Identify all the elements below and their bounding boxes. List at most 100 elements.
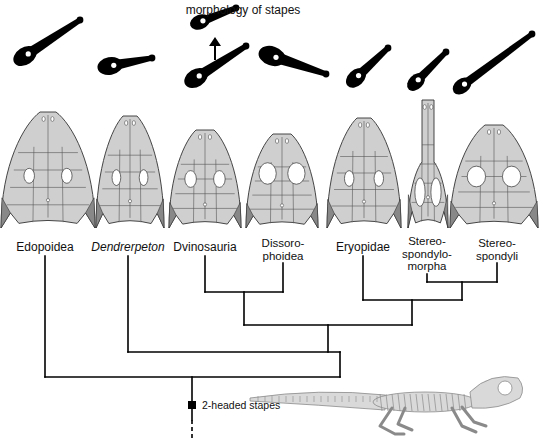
stapes-footplate [404, 70, 429, 95]
skull-orbit [344, 171, 353, 187]
skull-orbit [288, 163, 305, 185]
skeleton-rib [386, 394, 388, 411]
stapes-foramen [197, 73, 202, 78]
skull-suture [48, 115, 49, 218]
skull-naris [275, 139, 278, 144]
character-label: 2-headed stapes [202, 399, 280, 412]
tree-branch [127, 256, 129, 352]
taxon-name: Dendrerpeton [91, 241, 164, 254]
stapes-tip [385, 45, 392, 52]
skull-outline [169, 130, 241, 228]
skull-orbit [467, 166, 485, 187]
skeleton-body [373, 392, 477, 412]
skull-pineal [46, 199, 49, 202]
skull-naris [366, 123, 369, 128]
stapes-tip [149, 55, 156, 62]
skull-naris [497, 130, 500, 135]
skull-horn [169, 203, 176, 228]
stapes-foramen [416, 77, 421, 82]
skeleton-limb [462, 407, 486, 426]
skull-naris [430, 105, 433, 110]
skeleton-rib [446, 394, 448, 411]
skeleton-limb [398, 408, 412, 430]
taxon-name: Dissoro- phoidea [262, 237, 305, 262]
skeleton-vertebra [363, 396, 364, 402]
skeleton-vertebra [356, 396, 357, 402]
stapes-tip [77, 17, 84, 24]
stapes-tip [443, 49, 450, 56]
skull-orbit [431, 178, 441, 207]
stapes-tip [529, 31, 536, 38]
stapes-footplate [181, 64, 212, 92]
stapes-footplate [342, 64, 370, 91]
tree-branch [243, 292, 245, 325]
skull-orbit [259, 163, 276, 185]
taxon-name: Stereo- spondyli [476, 237, 518, 262]
root-dashed [191, 420, 193, 441]
skull-horn [444, 195, 448, 228]
arrow-head [209, 37, 221, 46]
skull-horn [234, 203, 241, 228]
skeleton-vertebra [370, 396, 371, 402]
skull-suture [352, 151, 354, 223]
stapes-shaft [353, 46, 390, 82]
skeleton-rib [410, 394, 412, 411]
skull-suture [119, 150, 121, 223]
skull-suture [215, 159, 217, 223]
skeleton-vertebra [300, 396, 301, 402]
skull-suture [193, 159, 195, 223]
skull-pineal [426, 196, 429, 199]
skull-suture [428, 103, 429, 216]
skeleton-vertebra [377, 396, 378, 402]
skull-naris [125, 121, 128, 126]
skeleton-vertebra [314, 396, 315, 402]
skull-outline [408, 100, 448, 228]
skull-pineal [492, 202, 495, 205]
skull-orbit [62, 168, 73, 183]
skeleton-vertebra [342, 396, 343, 402]
skull-naris [487, 130, 490, 135]
tree-branch [128, 351, 340, 353]
skull-orbit [139, 170, 148, 186]
stapes-foramen [200, 18, 205, 23]
taxon-name: Eryopidae [336, 241, 390, 254]
skeleton-rib [440, 394, 442, 411]
skull-orbit [415, 178, 425, 207]
skeleton-rib [458, 394, 460, 411]
skull-suture [507, 156, 509, 223]
skull-suture [375, 151, 377, 223]
skeleton-vertebra [286, 396, 287, 402]
tree-branch [191, 377, 193, 420]
skull-horn [96, 199, 103, 228]
skull-horn [86, 198, 95, 228]
skull-naris [285, 139, 288, 144]
skull-horn [529, 201, 538, 228]
skeleton-skull [470, 377, 523, 409]
skeleton-rib [428, 394, 430, 411]
skeleton-vertebra [293, 396, 294, 402]
skeleton-drawing [250, 377, 523, 434]
skeleton-rib [434, 394, 436, 411]
stapes-foramen [273, 55, 278, 60]
skull-pineal [128, 200, 131, 203]
skeleton-rib [422, 394, 424, 411]
stapes-footplate [96, 55, 124, 77]
skeleton-vertebra [328, 396, 329, 402]
skull-outline [96, 116, 164, 228]
tree-branch [44, 256, 46, 377]
skull-suture [130, 119, 131, 218]
skull-pineal [362, 200, 365, 203]
tree-branch [204, 256, 206, 292]
skull-orbit [214, 171, 226, 188]
skull-naris [208, 135, 211, 140]
skull-pineal [280, 204, 283, 207]
skull-suture [140, 150, 142, 223]
skull-suture [364, 121, 365, 218]
stapes-footplate [256, 43, 288, 70]
skull-naris [132, 121, 135, 126]
stapes-foramen [26, 51, 31, 56]
skull-orbit [24, 168, 35, 183]
stapes-footplate [449, 74, 474, 98]
skull-naris [198, 135, 201, 140]
skeleton-vertebra [321, 396, 322, 402]
